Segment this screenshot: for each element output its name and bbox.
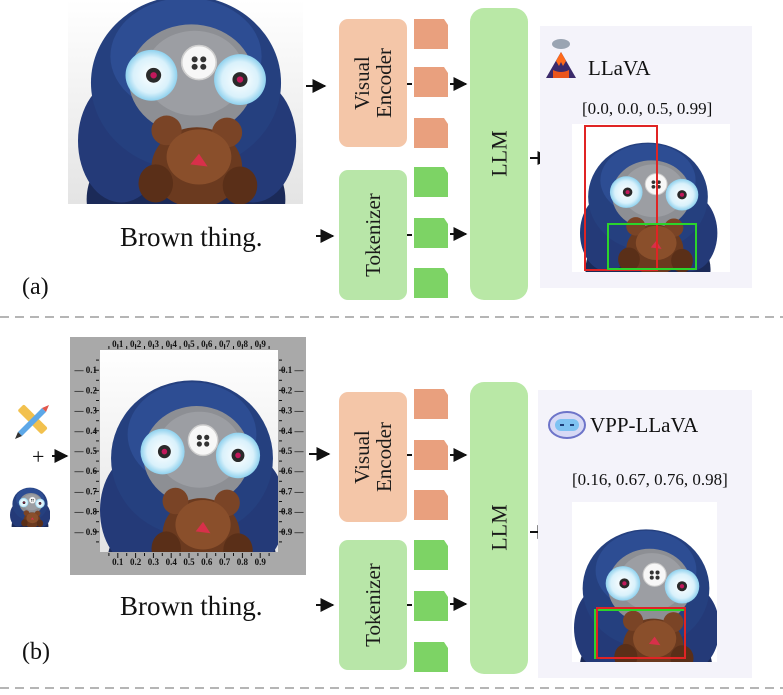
image-token-a-2 <box>414 67 448 97</box>
bbox-output-a: [0.0, 0.0, 0.5, 0.99] <box>582 99 713 118</box>
llm-label-b: LLM <box>486 504 512 552</box>
ruler-label-left: — 0.9 <box>74 527 98 537</box>
ruler-label-right: 0.3 — <box>281 406 305 416</box>
text-token-b-1 <box>414 540 448 570</box>
image-token-b-2 <box>414 440 448 470</box>
ruler-label-right: 0.8 — <box>281 507 305 517</box>
ruler-label-bottom: 0.3 <box>148 557 160 567</box>
pencil-ruler-icon <box>15 404 49 439</box>
tokenizer-label-a: Tokenizer <box>360 193 385 277</box>
ruler-label-right: 0.2 — <box>281 385 305 395</box>
vpp-llava-logo-icon <box>548 411 586 439</box>
reference-thumbnail <box>10 483 50 527</box>
ruler-label-bottom: 0.4 <box>166 557 178 567</box>
ruler-label-bottom: 0.2 <box>130 557 142 567</box>
ruler-label-bottom: 0.6 <box>201 557 213 567</box>
ruler-label-left: — 0.1 <box>74 365 98 375</box>
ruler-label-bottom: 0.7 <box>219 557 231 567</box>
panel-label-b: (b) <box>22 639 50 665</box>
ruler-label-left: — 0.6 <box>74 466 98 476</box>
prompt-text-b: Brown thing. <box>120 591 263 621</box>
ruler-label-right: 0.1 — <box>281 365 305 375</box>
text-token-a-1 <box>414 167 448 197</box>
llm-label-a: LLM <box>486 130 512 178</box>
visual-encoder-label-b: Visual Encoder <box>349 422 396 492</box>
ruler-label-left: — 0.8 <box>74 507 98 517</box>
panel-label-a: (a) <box>22 274 49 300</box>
ruler-label-bottom: 0.9 <box>255 557 267 567</box>
image-token-b-1 <box>414 389 448 419</box>
plus-sign: + <box>32 444 45 469</box>
ruler-label-right: 0.4 — <box>281 426 305 436</box>
input-image-b <box>100 350 278 552</box>
ruler-label-bottom: 0.8 <box>237 557 249 567</box>
ground-truth-box-a <box>607 223 697 270</box>
ruler-label-left: — 0.2 <box>74 385 98 395</box>
tokenizer-box-b <box>339 540 407 670</box>
llm-box-b <box>470 382 528 674</box>
ruler-label-right: 0.9 — <box>281 527 305 537</box>
bbox-output-b: [0.16, 0.67, 0.76, 0.98] <box>572 470 728 489</box>
input-image-a <box>68 0 303 204</box>
ruler-label-bottom: 0.1 <box>112 557 124 567</box>
visual-encoder-box-b <box>339 392 407 522</box>
ruler-label-left: — 0.4 <box>74 426 98 436</box>
ruler-label-left: — 0.5 <box>74 446 98 456</box>
ruler-label-left: — 0.3 <box>74 406 98 416</box>
ruler-label-right: 0.7 — <box>281 486 305 496</box>
ruler-label-bottom: 0.5 <box>183 557 195 567</box>
prompt-text-a: Brown thing. <box>120 222 263 252</box>
image-token-a-1 <box>414 19 448 49</box>
tokenizer-label-b: Tokenizer <box>360 563 385 647</box>
ruler-label-right: 0.5 — <box>281 446 305 456</box>
panel-a <box>68 0 752 300</box>
text-token-b-2 <box>414 591 448 621</box>
image-token-b-3 <box>414 490 448 520</box>
llm-box-a <box>470 8 528 300</box>
text-token-a-3 <box>414 268 448 298</box>
predicted-box-b <box>596 607 686 659</box>
llava-logo-icon <box>546 39 576 78</box>
model-name-b: VPP-LLaVA <box>590 413 699 437</box>
text-token-a-2 <box>414 218 448 248</box>
tokenizer-box-a <box>339 170 407 300</box>
text-token-b-3 <box>414 642 448 672</box>
model-name-a: LLaVA <box>588 56 651 80</box>
visual-encoder-label-a: Visual Encoder <box>349 48 396 118</box>
image-token-a-3 <box>414 118 448 148</box>
output-image-a <box>572 124 730 272</box>
visual-encoder-box-a <box>339 19 407 147</box>
ruler-label-right: 0.6 — <box>281 466 305 476</box>
ruler-label-left: — 0.7 <box>74 486 98 496</box>
